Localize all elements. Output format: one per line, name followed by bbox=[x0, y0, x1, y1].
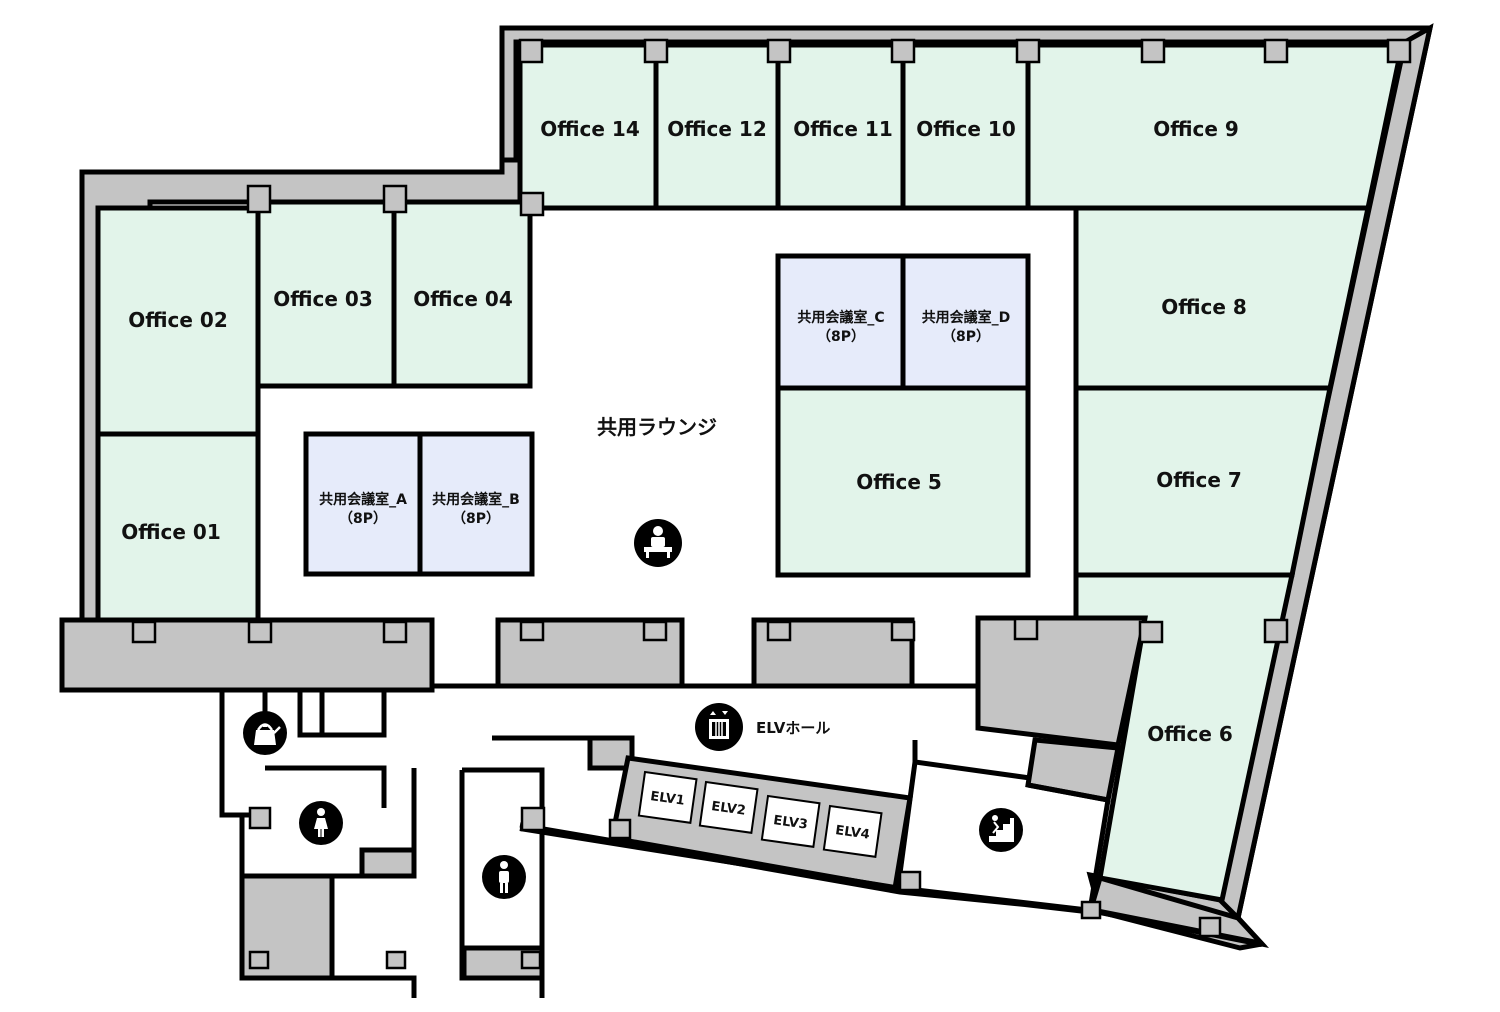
office-7-label: Office 7 bbox=[1156, 468, 1242, 492]
elevator-car-2-label: ELV2 bbox=[710, 799, 746, 819]
office-labels: Office 14 Office 12 Office 11 Office 10 … bbox=[121, 117, 1247, 746]
office-10-room[interactable] bbox=[900, 42, 1031, 211]
office-14-label: Office 14 bbox=[540, 117, 640, 141]
office-5-room[interactable] bbox=[775, 385, 1031, 578]
office-11-room[interactable] bbox=[775, 42, 906, 211]
office-12-label: Office 12 bbox=[667, 117, 767, 141]
meeting-room-a-capacity: （8P） bbox=[339, 511, 387, 527]
office-02-label: Office 02 bbox=[128, 308, 228, 332]
kettle-icon bbox=[243, 711, 287, 755]
office-02-room[interactable] bbox=[95, 205, 261, 437]
meeting-room-a[interactable] bbox=[303, 431, 423, 577]
meeting-room-b-capacity: （8P） bbox=[452, 511, 500, 527]
meeting-room-d-capacity: （8P） bbox=[942, 329, 990, 345]
lounge-label: 共用ラウンジ bbox=[597, 415, 717, 439]
womens-restroom-icon bbox=[299, 801, 343, 845]
elevator-car-1-label: ELV1 bbox=[649, 789, 685, 809]
office-6-label: Office 6 bbox=[1147, 722, 1233, 746]
meeting-room-c-name: 共用会議室_C bbox=[797, 309, 884, 326]
office-04-room[interactable] bbox=[391, 199, 533, 389]
interior-walls bbox=[219, 205, 1111, 998]
office-11-label: Office 11 bbox=[793, 117, 893, 141]
meeting-room-c-capacity: （8P） bbox=[817, 329, 865, 345]
offices bbox=[95, 42, 1406, 903]
office-8-label: Office 8 bbox=[1161, 295, 1247, 319]
meeting-room-b[interactable] bbox=[417, 431, 535, 577]
stairs-icon bbox=[979, 808, 1023, 852]
south-wall bbox=[519, 825, 1263, 947]
office-5-label: Office 5 bbox=[856, 470, 942, 494]
office-14-room[interactable] bbox=[517, 42, 659, 211]
elevator-icon bbox=[695, 703, 743, 751]
pillars bbox=[131, 38, 1412, 970]
office-04-label: Office 04 bbox=[413, 287, 513, 311]
elevator-cars: ELV1 ELV2 ELV3 ELV4 bbox=[637, 770, 883, 858]
elevator-car-1[interactable] bbox=[637, 770, 698, 824]
elevator-car-4[interactable] bbox=[822, 804, 883, 858]
mens-restroom-icon bbox=[482, 855, 526, 899]
elevator-car-2[interactable] bbox=[698, 780, 759, 834]
meeting-labels: 共用会議室_A （8P） 共用会議室_B （8P） 共用会議室_C （8P） 共… bbox=[319, 309, 1010, 527]
office-10-label: Office 10 bbox=[916, 117, 1016, 141]
meeting-room-d-name: 共用会議室_D bbox=[922, 309, 1011, 326]
meeting-room-a-name: 共用会議室_A bbox=[319, 491, 407, 508]
office-03-label: Office 03 bbox=[273, 287, 373, 311]
elevator-hall-label: ELVホール bbox=[756, 719, 830, 737]
elevator-car-3[interactable] bbox=[760, 794, 821, 848]
elevator-car-4-label: ELV4 bbox=[834, 823, 870, 843]
office-01-room[interactable] bbox=[95, 431, 261, 623]
office-03-room[interactable] bbox=[255, 199, 397, 389]
meeting-room-d[interactable] bbox=[900, 253, 1031, 391]
meeting-room-b-name: 共用会議室_B bbox=[432, 491, 520, 508]
office-9-label: Office 9 bbox=[1153, 117, 1239, 141]
elevator-car-3-label: ELV3 bbox=[772, 813, 808, 833]
reception-desk-icon bbox=[634, 519, 682, 567]
office-01-label: Office 01 bbox=[121, 520, 221, 544]
meeting-rooms bbox=[303, 253, 1031, 577]
